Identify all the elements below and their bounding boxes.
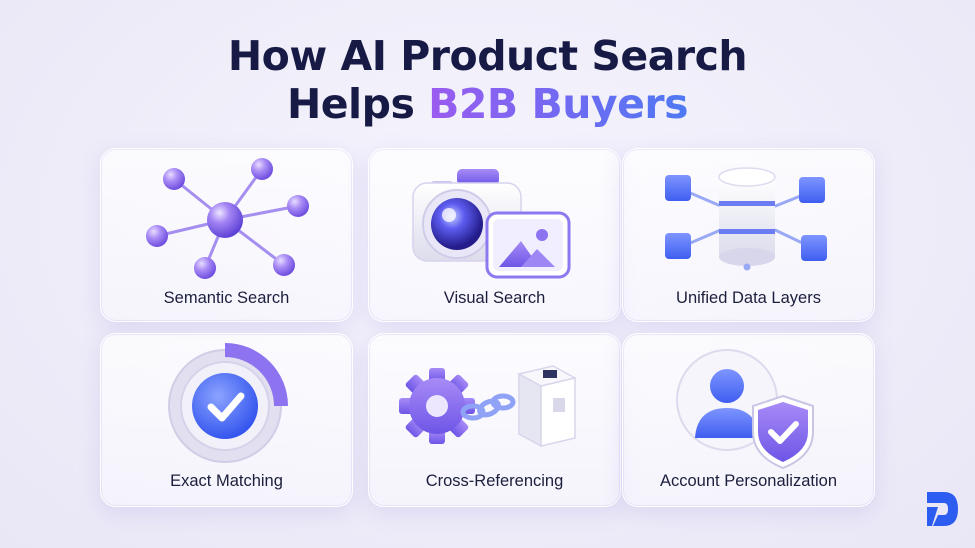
- card-label: Semantic Search: [163, 289, 290, 307]
- card-label: Account Personalization: [659, 472, 838, 490]
- page-title: How AI Product Search Helps B2B Buyers: [0, 32, 975, 128]
- user-shield-icon: [676, 349, 814, 470]
- target-check-icon: [168, 343, 288, 463]
- card-label: Unified Data Layers: [676, 289, 821, 307]
- gear-chain-cube-icon: [399, 365, 578, 448]
- card-semantic-search: Semantic Search: [100, 148, 353, 322]
- card-visual-search: Visual Search: [368, 148, 621, 322]
- card-label: Cross-Referencing: [425, 472, 564, 490]
- database-cubes-icon: [665, 167, 827, 271]
- card-cross-referencing: Cross-Referencing: [368, 333, 621, 507]
- camera-image-icon: [412, 169, 571, 279]
- brand-logo-icon: [927, 492, 958, 526]
- title-line-2-plain: Helps: [286, 80, 415, 128]
- card-exact-matching: Exact Matching: [100, 333, 353, 507]
- network-nodes-icon: [146, 158, 309, 279]
- card-label: Visual Search: [443, 289, 546, 307]
- title-line-2-accent: B2B Buyers: [428, 80, 689, 128]
- title-line-1: How AI Product Search: [227, 32, 748, 80]
- card-unified-data-layers: Unified Data Layers: [622, 148, 875, 322]
- card-account-personalization: Account Personalization: [622, 333, 875, 507]
- card-label: Exact Matching: [170, 472, 283, 490]
